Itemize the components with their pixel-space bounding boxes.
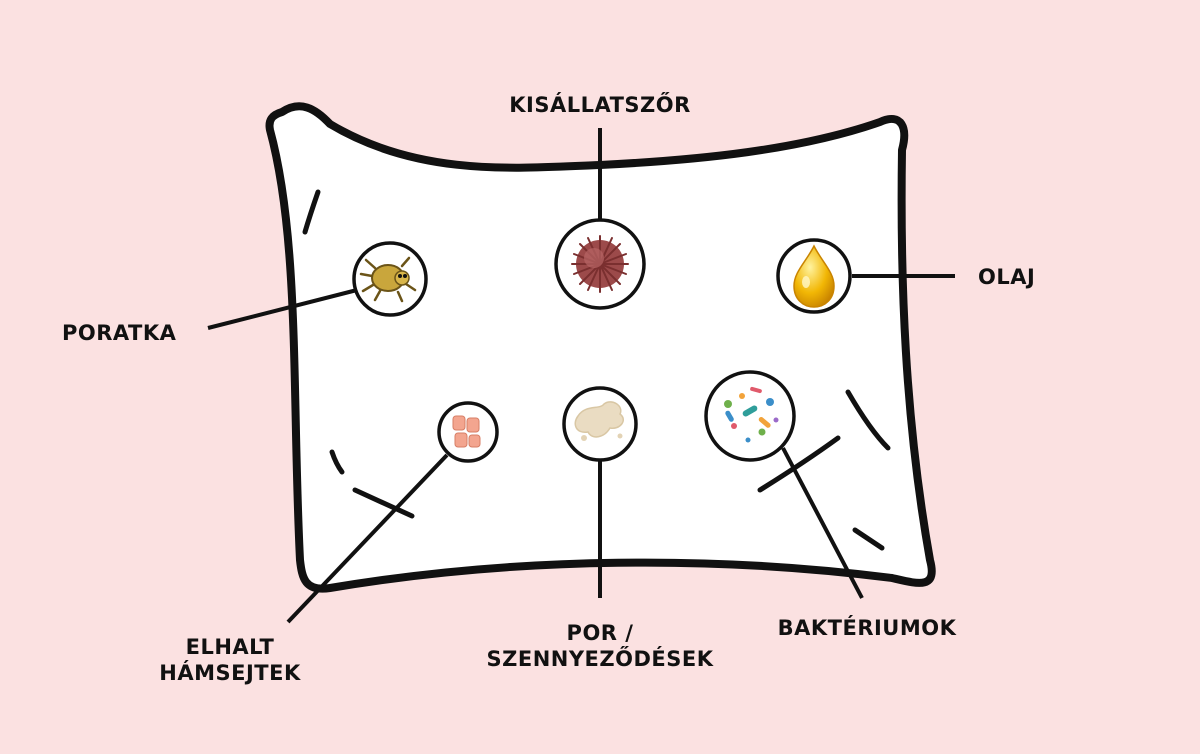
label-dead-skin-line2: HÁMSEJTEK: [159, 661, 301, 685]
label-dust-line2: SZENNYEZŐDÉSEK: [486, 647, 714, 671]
dust-icon: [562, 386, 638, 462]
fold-line: [352, 487, 415, 519]
label-dust: POR / SZENNYEZŐDÉSEK: [487, 620, 714, 672]
fold-line: [845, 389, 891, 451]
oil-drop-icon: [776, 238, 852, 314]
dead-skin-cells-icon: [437, 401, 499, 463]
bacteria-icon: [704, 370, 796, 462]
fold-line: [757, 435, 841, 493]
fold-line: [302, 189, 321, 235]
connector-dust-mite: [207, 288, 358, 330]
label-bacteria: BAKTÉRIUMOK: [777, 616, 957, 640]
label-dust-line1: POR /: [566, 621, 634, 645]
dust-mite-icon: [352, 241, 428, 317]
label-dead-skin-line1: ELHALT: [185, 635, 275, 659]
label-oil: OLAJ: [978, 265, 1036, 289]
pet-hair-icon: [554, 218, 646, 310]
fold-line: [329, 449, 345, 475]
label-dead-skin: ELHALT HÁMSEJTEK: [159, 634, 300, 686]
connector-bacteria: [781, 447, 864, 599]
connector-dead-skin: [286, 453, 449, 624]
fold-line: [852, 527, 885, 551]
label-dust-mite: PORATKA: [62, 321, 177, 345]
label-pet-hair: KISÁLLATSZŐR: [509, 93, 691, 117]
